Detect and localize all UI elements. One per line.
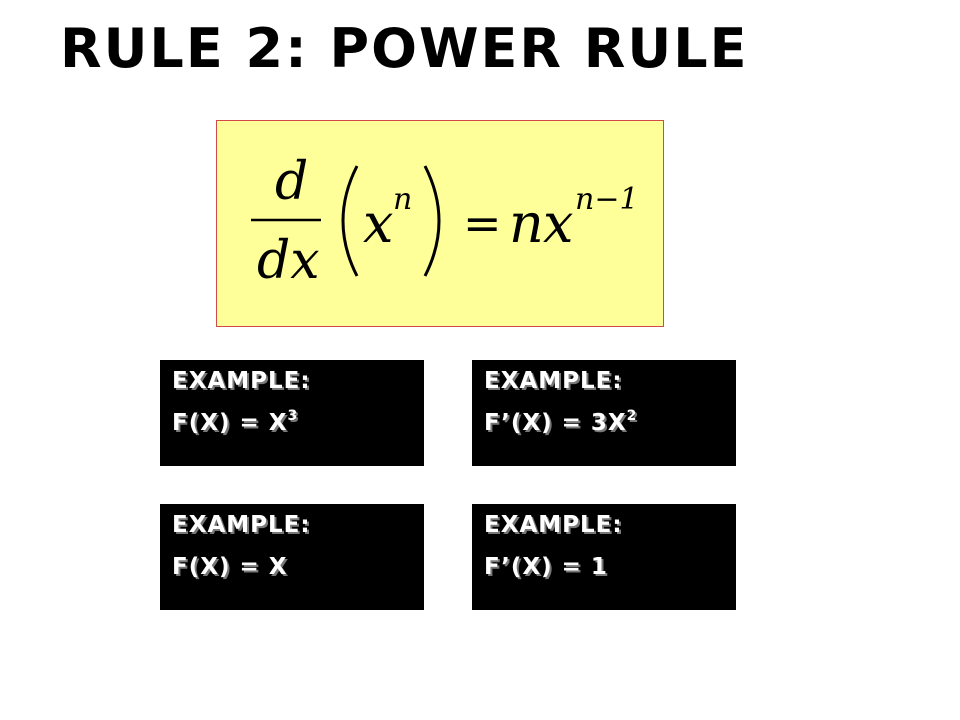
example-card: Example: f(x) = x3 (160, 360, 424, 466)
formula-exponent: n (393, 182, 412, 217)
example-expression: f’(x) = 1 (484, 554, 608, 580)
example-expression: f(x) = x3 (172, 408, 299, 436)
example-card: Example: f’(x) = 3x2 (472, 360, 736, 466)
example-card: Example: f(x) = x (160, 504, 424, 610)
result-exponent: n−1 (575, 182, 639, 217)
power-rule-formula-box: d dx x n = n x n−1 (216, 120, 664, 327)
example-expression: f(x) = x (172, 554, 288, 580)
example-label: Example: (484, 368, 623, 394)
slide-title: Rule 2: Power Rule (60, 17, 749, 80)
example-expression: f’(x) = 3x2 (484, 408, 638, 436)
left-parenthesis (341, 165, 359, 277)
example-label: Example: (172, 512, 311, 538)
formula-base: x (363, 192, 393, 255)
example-label: Example: (172, 368, 311, 394)
formula-denominator: dx (257, 231, 320, 291)
formula-equals: = (463, 196, 502, 250)
power-rule-formula: d dx x n = n x n−1 (251, 152, 639, 291)
example-label: Example: (484, 512, 623, 538)
result-coefficient: n (509, 192, 544, 255)
right-parenthesis (423, 165, 441, 277)
result-base: x (543, 192, 573, 255)
example-card: Example: f’(x) = 1 (472, 504, 736, 610)
formula-numerator: d (275, 152, 308, 212)
